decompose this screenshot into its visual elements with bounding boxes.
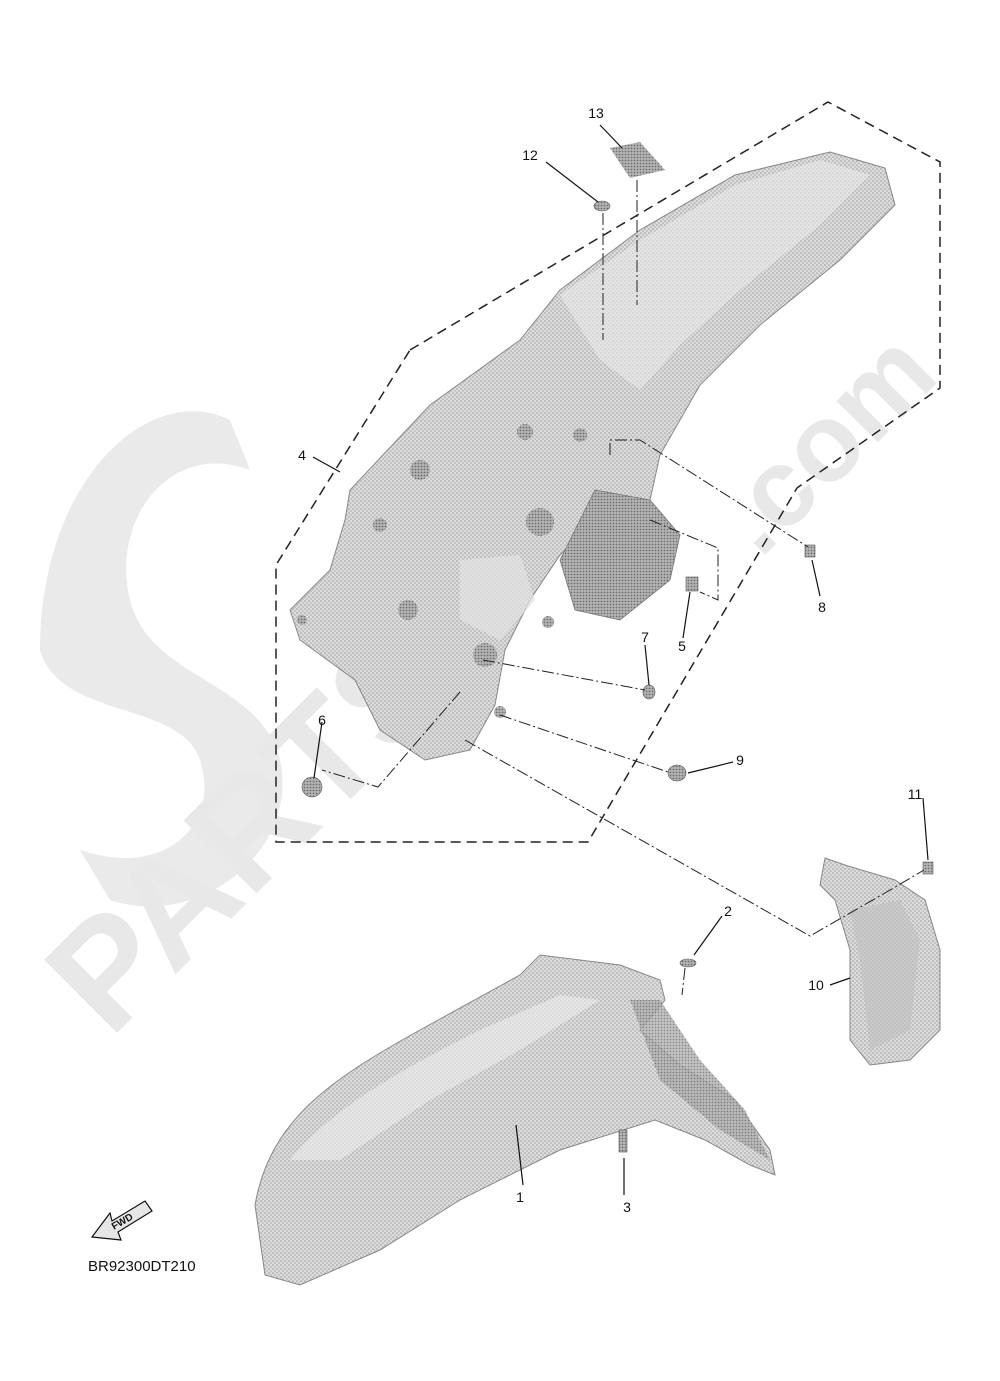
watermark-logo xyxy=(40,411,283,907)
callout-8: 8 xyxy=(818,599,826,615)
decal xyxy=(610,142,665,178)
bolt xyxy=(618,1129,628,1153)
callout-12: 12 xyxy=(522,147,538,163)
rivet xyxy=(679,958,697,968)
nut xyxy=(685,576,699,592)
callout-6: 6 xyxy=(318,712,326,728)
bolt xyxy=(922,861,934,875)
diagram-code: BR92300DT210 xyxy=(88,1258,196,1275)
front-fender xyxy=(254,954,776,1286)
callout-4: 4 xyxy=(298,447,306,463)
callout-11: 11 xyxy=(908,786,923,802)
hardware xyxy=(301,200,934,1153)
callout-1: 1 xyxy=(516,1189,524,1205)
callout-5: 5 xyxy=(678,638,686,654)
mud-flap xyxy=(819,857,941,1066)
fwd-arrow: FWD xyxy=(90,1200,153,1241)
rivet xyxy=(593,200,611,212)
callout-13: 13 xyxy=(588,105,604,121)
grommet xyxy=(301,776,323,798)
callout-3: 3 xyxy=(623,1199,631,1215)
assembly-lines xyxy=(321,180,925,996)
callout-7: 7 xyxy=(641,629,649,645)
fwd-arrow-icon xyxy=(90,1200,153,1241)
callout-9: 9 xyxy=(736,752,744,768)
leader-lines xyxy=(312,124,929,1195)
rear-fender xyxy=(289,151,896,761)
nut xyxy=(667,764,687,782)
callouts: 1 2 3 4 5 6 7 8 9 10 11 12 13 xyxy=(298,105,922,1215)
assembly-boundary xyxy=(275,101,941,843)
callout-2: 2 xyxy=(724,903,732,919)
callout-10: 10 xyxy=(808,977,824,993)
grommet xyxy=(642,684,656,700)
bolt xyxy=(804,544,816,558)
